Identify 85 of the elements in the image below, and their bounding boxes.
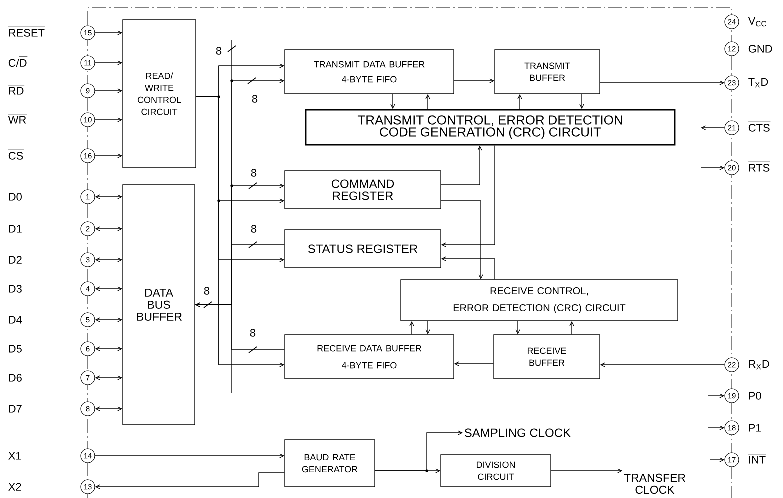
arrow: [390, 94, 396, 110]
arrow: [700, 166, 725, 170]
pin-label: V$_{CC}$: [748, 17, 767, 27]
pin-label: X2: [8, 483, 22, 491]
pin-label: D1: [9, 225, 22, 233]
pin-label: T$_{X}$D: [748, 78, 768, 88]
function-block: DIVISION CIRCUIT: [440, 454, 552, 488]
edge-label: 8: [251, 94, 259, 104]
edge-label: 8: [250, 224, 258, 234]
arrow: [708, 426, 725, 430]
arrow: [94, 60, 123, 66]
function-block: STATUS REGISTER: [284, 230, 442, 268]
arrow: [570, 321, 574, 335]
bus-width-label: 8: [204, 287, 210, 295]
pin-label: INT: [748, 454, 767, 464]
function-block: COMMAND REGISTER: [284, 170, 442, 210]
arrow: [196, 96, 285, 368]
pin-label: GND: [748, 45, 772, 53]
pin-label: D2: [9, 256, 22, 264]
arrow: [94, 118, 123, 122]
arrow: [708, 394, 725, 398]
arrow: [518, 94, 522, 110]
pin-label: RD: [8, 84, 25, 95]
function-block: RECEIVE DATA BUFFER 4-BYTE FIFO: [284, 334, 454, 380]
pin-label: X1: [8, 452, 22, 460]
arrow: [94, 154, 123, 158]
function-block: RECEIVE BUFFER: [494, 334, 600, 380]
arrow: [94, 88, 123, 94]
pin-label: D6: [9, 374, 22, 382]
arrow: [600, 362, 726, 368]
edge-label: 8: [250, 168, 258, 178]
arrow: [94, 30, 123, 36]
arrow: [454, 78, 495, 84]
pin-label: RTS: [748, 162, 771, 172]
arrow: [94, 454, 285, 458]
arrow: [95, 258, 123, 262]
arrow: [95, 226, 123, 232]
arrow: [710, 458, 725, 462]
function-block: READ/ WRITE CONTROL CIRCUIT: [122, 20, 196, 168]
arrow: [600, 80, 725, 86]
arrow: [95, 376, 123, 380]
arrow: [95, 472, 285, 490]
pin-label: D0: [9, 193, 22, 201]
arrow: [375, 430, 463, 472]
arrow: [95, 194, 123, 200]
pin-label: WR: [8, 114, 28, 124]
arrow: [551, 468, 623, 474]
arrow: [95, 286, 123, 292]
signal-label: TRANSFER CLOCK: [624, 474, 686, 494]
arrow: [516, 321, 520, 335]
pin-label: RESET: [8, 26, 46, 37]
pin-label: P1: [749, 424, 762, 432]
arrow: [441, 146, 482, 186]
arrow: [195, 302, 285, 350]
arrow: [95, 406, 123, 412]
arrow: [441, 256, 496, 280]
pin-label: D3: [9, 285, 22, 293]
arrow: [95, 346, 123, 352]
function-block: BAUD RATE GENERATOR: [284, 440, 376, 488]
arrow: [701, 126, 726, 130]
edge-label: 8: [249, 328, 257, 338]
arrow: [454, 362, 494, 366]
pin-label: D5: [9, 345, 22, 353]
arrow: [441, 145, 496, 248]
function-block: DATA BUS BUFFER: [122, 184, 196, 426]
pin-label: CS: [8, 150, 24, 160]
function-block: RECEIVE CONTROL, ERROR DETECTION (CRC) CIRCUIT: [400, 280, 678, 322]
bus-width-label: 8: [216, 47, 222, 55]
function-block: TRANSMIT CONTROL, ERROR DETECTION CODE GENERATION (CRC) CIRCUIT: [305, 109, 676, 146]
signal-label: SAMPLING CLOCK: [464, 428, 571, 438]
pin-label: P0: [749, 392, 762, 400]
pin-label: R$_{X}$D: [749, 360, 770, 370]
function-block: TRANSMIT DATA BUFFER 4-BYTE FIFO: [284, 50, 454, 94]
arrow: [580, 94, 584, 110]
pin-label: D7: [9, 405, 22, 413]
arrow: [410, 321, 414, 335]
arrow: [195, 184, 285, 306]
pin-label: C/D: [8, 56, 28, 68]
arrow: [426, 94, 430, 110]
arrow: [441, 200, 484, 280]
pin-label: D4: [9, 316, 22, 324]
function-block: TRANSMIT BUFFER: [494, 50, 600, 94]
arrow: [426, 321, 430, 335]
arrow: [95, 318, 123, 322]
pin-label: CTS: [748, 122, 772, 132]
